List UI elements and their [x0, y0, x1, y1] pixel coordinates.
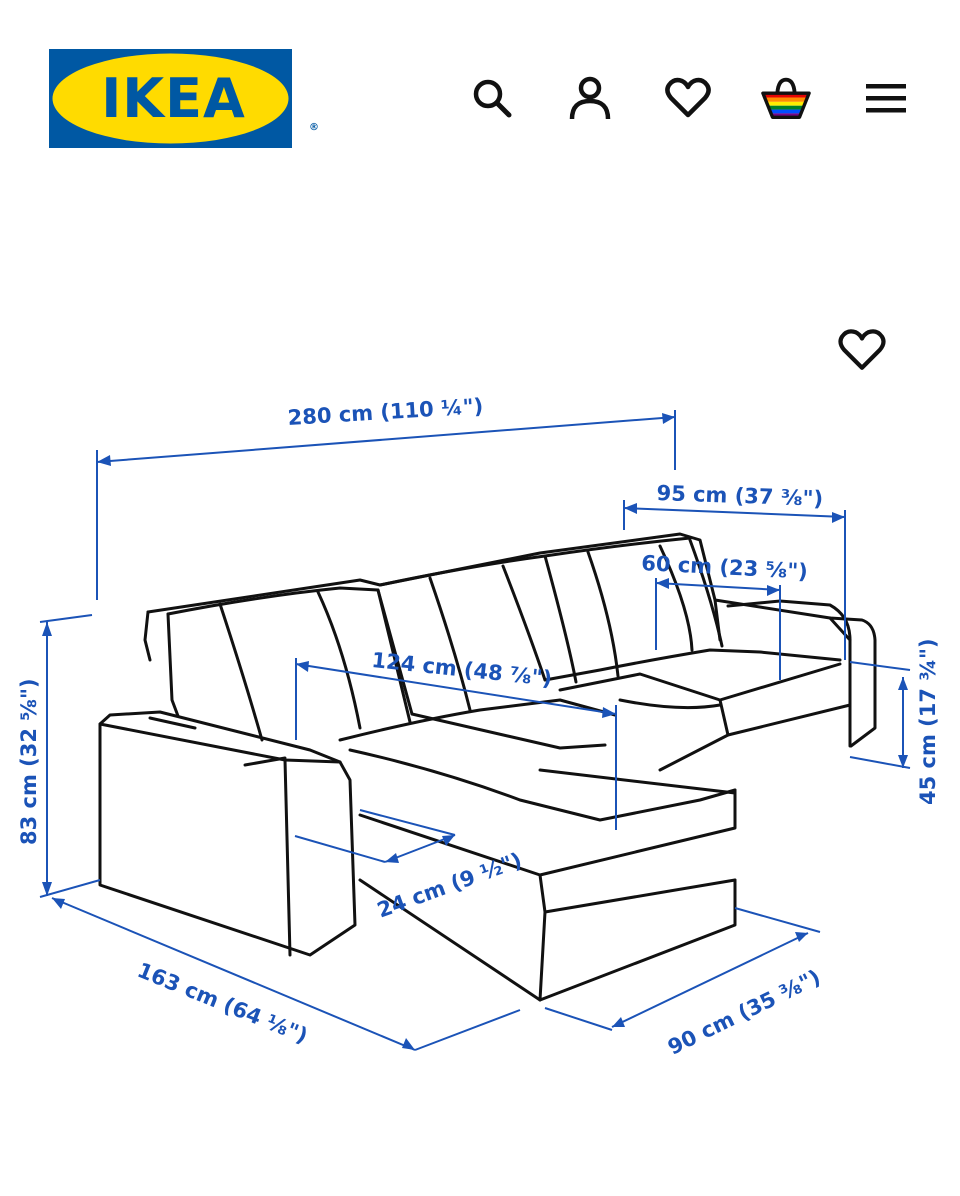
basket-icon — [761, 77, 811, 119]
registered-mark: ® — [309, 122, 319, 133]
logo-wordmark: IKEA — [101, 67, 246, 130]
product-favourite-button[interactable] — [836, 324, 888, 376]
logo-graphic — [49, 49, 292, 148]
sofa-outline — [98, 532, 877, 1002]
search-icon — [473, 79, 512, 118]
dimension-height: 83 cm (32 ⅝") — [17, 678, 41, 845]
heart-icon — [665, 77, 711, 118]
menu-icon — [866, 84, 906, 113]
search-button[interactable] — [466, 72, 518, 124]
menu-button[interactable] — [860, 72, 912, 124]
ikea-logo[interactable]: IKEA ® — [49, 49, 319, 148]
site-header: IKEA ® — [0, 0, 960, 170]
dimension-arrowheads — [42, 413, 908, 1050]
user-icon — [569, 76, 611, 120]
account-button[interactable] — [564, 72, 616, 124]
heart-icon — [838, 329, 886, 370]
dimension-seat-height: 45 cm (17 ¾") — [916, 638, 940, 805]
basket-button[interactable] — [760, 72, 812, 124]
favourites-button[interactable] — [662, 72, 714, 124]
